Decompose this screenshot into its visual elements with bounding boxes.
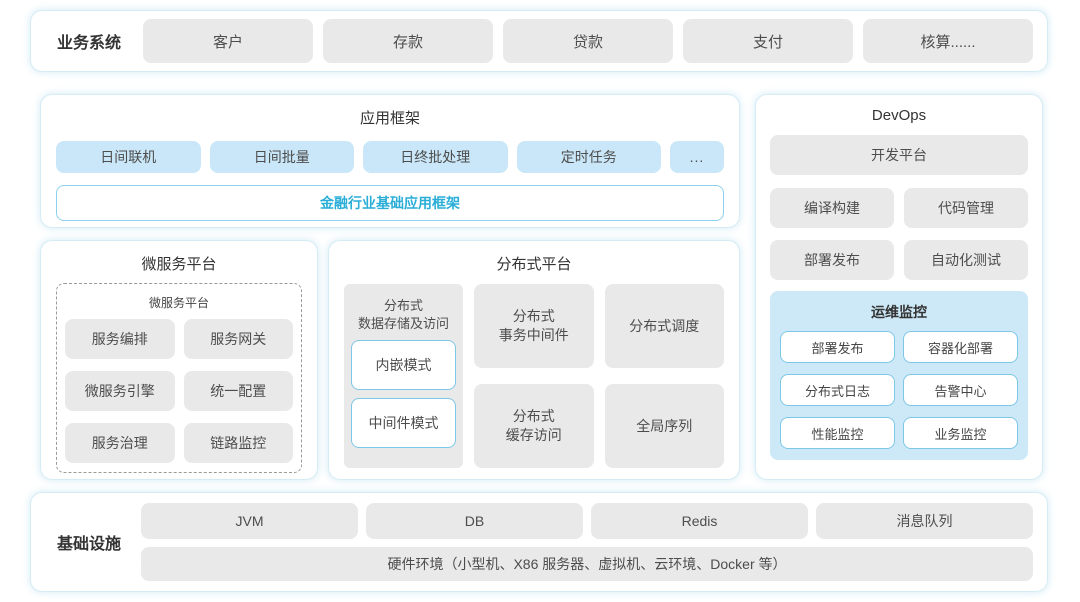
- node-deploy-release: 部署发布: [770, 240, 894, 280]
- node-service-gateway: 服务网关: [183, 319, 293, 359]
- ops-monitoring-grid: 部署发布 容器化部署 分布式日志 告警中心 性能监控 业务监控: [780, 331, 1018, 449]
- infrastructure-section: 基础设施 JVM DB Redis 消息队列 硬件环境（小型机、X86 服务器、…: [30, 492, 1048, 592]
- node-distributed-scheduler: 分布式调度: [604, 284, 724, 368]
- node-unified-config: 统一配置: [183, 371, 293, 411]
- node-scheduled-task: 定时任务: [516, 141, 661, 173]
- distributed-col-right: 分布式调度 全局序列: [604, 284, 724, 468]
- infrastructure-label: 基础设施: [56, 536, 121, 553]
- node-distributed-storage: 分布式 数据存储及访问 内嵌模式 中间件模式: [344, 284, 463, 468]
- node-deposit: 存款: [323, 19, 493, 63]
- devops-title: DevOps: [871, 107, 927, 124]
- node-accounting: 核算......: [863, 19, 1033, 63]
- node-db: DB: [366, 503, 583, 539]
- node-customer: 客户: [143, 19, 313, 63]
- node-business-monitor: 业务监控: [903, 417, 1018, 449]
- node-more: ...: [670, 141, 724, 173]
- distributed-platform-section: 分布式平台 分布式 数据存储及访问 内嵌模式 中间件模式 分布式 事务中间件 分…: [328, 240, 740, 480]
- node-service-orchestration: 服务编排: [65, 319, 175, 359]
- app-framework-title: 应用框架: [359, 110, 420, 127]
- node-service-governance: 服务治理: [65, 423, 175, 463]
- node-redis: Redis: [591, 503, 808, 539]
- node-embedded-mode: 内嵌模式: [351, 340, 456, 391]
- microservice-platform-title: 微服务平台: [141, 256, 217, 273]
- node-alert-center: 告警中心: [903, 374, 1018, 406]
- node-performance-monitor: 性能监控: [780, 417, 895, 449]
- app-framework-row: 日间联机 日间批量 日终批处理 定时任务 ...: [56, 141, 724, 173]
- node-middleware-mode: 中间件模式: [351, 398, 456, 449]
- node-payment: 支付: [683, 19, 853, 63]
- devops-grid: 编译构建 代码管理 部署发布 自动化测试: [770, 188, 1028, 280]
- node-code-management: 代码管理: [904, 188, 1028, 228]
- app-framework-section: 应用框架 日间联机 日间批量 日终批处理 定时任务 ... 金融行业基础应用框架: [40, 94, 740, 228]
- distributed-col-middle: 分布式 事务中间件 分布式 缓存访问: [474, 284, 594, 468]
- node-distributed-log: 分布式日志: [780, 374, 895, 406]
- node-global-sequence: 全局序列: [604, 384, 724, 468]
- infrastructure-body: JVM DB Redis 消息队列 硬件环境（小型机、X86 服务器、虚拟机、云…: [141, 503, 1033, 581]
- node-finance-base-framework: 金融行业基础应用框架: [56, 185, 724, 221]
- infrastructure-row: JVM DB Redis 消息队列: [141, 503, 1033, 539]
- node-daytime-batch: 日间批量: [209, 141, 354, 173]
- devops-section: DevOps 开发平台 编译构建 代码管理 部署发布 自动化测试 运维监控 部署…: [755, 94, 1043, 480]
- node-dev-platform: 开发平台: [770, 135, 1028, 175]
- node-jvm: JVM: [141, 503, 358, 539]
- node-loan: 贷款: [503, 19, 673, 63]
- distributed-storage-label: 分布式 数据存储及访问: [357, 298, 449, 331]
- node-compile-build: 编译构建: [770, 188, 894, 228]
- distributed-body: 分布式 数据存储及访问 内嵌模式 中间件模式 分布式 事务中间件 分布式 缓存访…: [344, 284, 724, 468]
- microservice-inner-box: 微服务平台 服务编排 服务网关 微服务引擎 统一配置 服务治理 链路监控: [56, 283, 302, 473]
- ops-monitoring-title: 运维监控: [871, 304, 927, 320]
- node-container-deploy: 容器化部署: [903, 331, 1018, 363]
- microservice-grid: 服务编排 服务网关 微服务引擎 统一配置 服务治理 链路监控: [65, 319, 293, 463]
- node-automated-testing: 自动化测试: [904, 240, 1028, 280]
- node-hardware-environment: 硬件环境（小型机、X86 服务器、虚拟机、云环境、Docker 等）: [141, 547, 1033, 581]
- node-microservice-engine: 微服务引擎: [65, 371, 175, 411]
- ops-monitoring-panel: 运维监控 部署发布 容器化部署 分布式日志 告警中心 性能监控 业务监控: [770, 291, 1028, 460]
- business-systems-section: 业务系统 客户 存款 贷款 支付 核算......: [30, 10, 1048, 72]
- node-daytime-online: 日间联机: [56, 141, 201, 173]
- node-message-queue: 消息队列: [816, 503, 1033, 539]
- microservice-platform-section: 微服务平台 微服务平台 服务编排 服务网关 微服务引擎 统一配置 服务治理 链路…: [40, 240, 318, 480]
- business-systems-label: 业务系统: [56, 35, 121, 52]
- node-eod-batch: 日终批处理: [363, 141, 508, 173]
- node-distributed-cache: 分布式 缓存访问: [474, 384, 594, 468]
- node-distributed-transaction: 分布式 事务中间件: [474, 284, 594, 368]
- node-trace-monitor: 链路监控: [183, 423, 293, 463]
- node-monitor-deploy-release: 部署发布: [780, 331, 895, 363]
- microservice-inner-title: 微服务平台: [148, 296, 209, 310]
- distributed-platform-title: 分布式平台: [496, 256, 572, 273]
